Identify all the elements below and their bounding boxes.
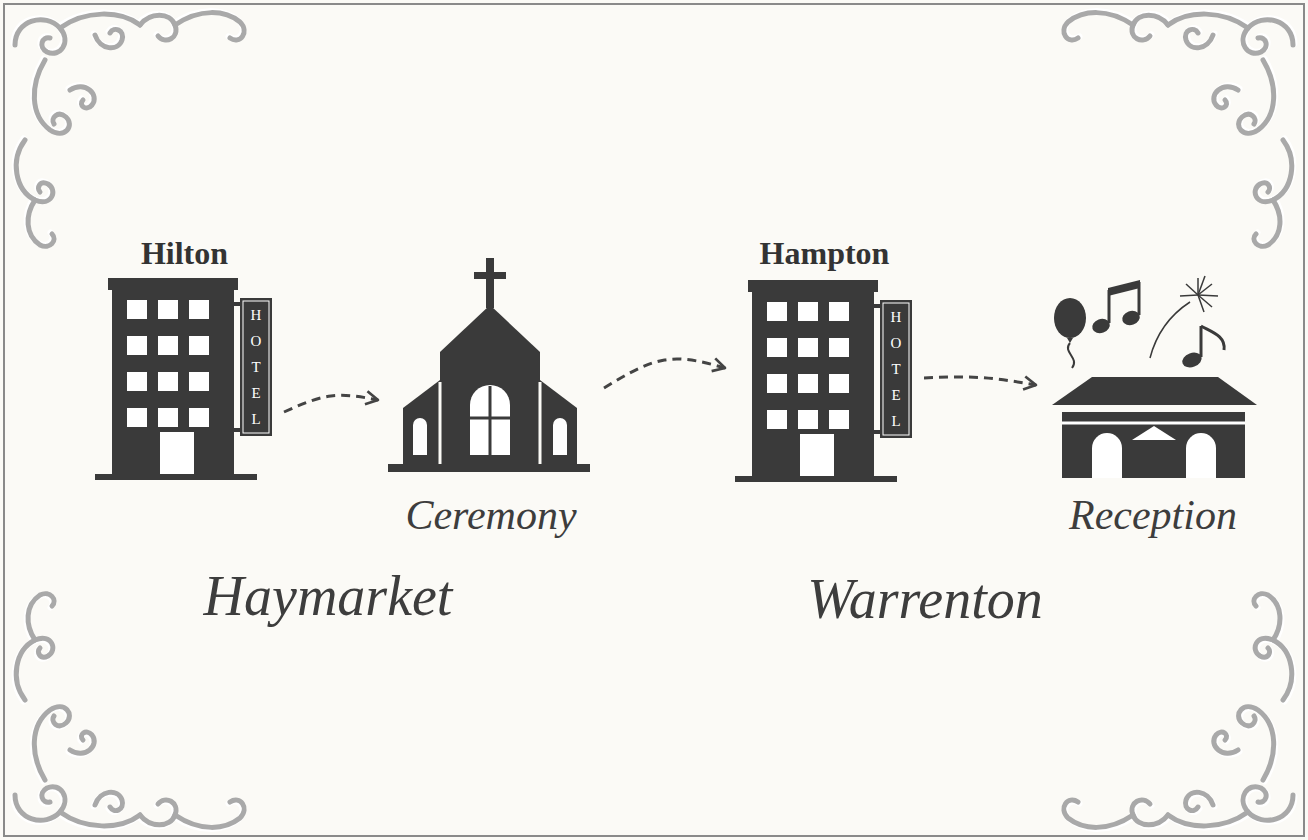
label-anchor: Haymarket	[78, 563, 578, 630]
sign-text: HOTEL	[249, 302, 264, 432]
reception-icon	[1052, 276, 1257, 478]
corner-ornament	[14, 11, 245, 246]
dashed-arrow	[284, 395, 378, 412]
church-icon	[388, 258, 590, 472]
hotel-icon	[95, 278, 272, 480]
venue-node: Hilton	[88, 228, 281, 484]
hotel-name: Hampton	[728, 234, 921, 272]
label-anchor: Warrenton	[675, 566, 1175, 633]
venue-node: Reception	[1039, 268, 1267, 550]
hotel-name: Hilton	[88, 234, 281, 272]
venue-node: Ceremony	[381, 250, 601, 555]
corner-ornament	[1064, 11, 1295, 246]
town-name: Haymarket	[78, 563, 578, 630]
corner-ornament	[14, 594, 245, 829]
dashed-arrow	[604, 359, 725, 388]
venue-node: Hampton	[728, 230, 921, 486]
event-name: Reception	[1039, 490, 1267, 540]
corner-ornament	[1064, 594, 1295, 829]
event-name: Ceremony	[381, 490, 601, 540]
hotel-icon	[735, 280, 912, 482]
dashed-arrow	[924, 377, 1036, 385]
sign-text: HOTEL	[889, 304, 904, 434]
label-anchor: HOTEL	[884, 304, 908, 434]
label-anchor: HOTEL	[244, 302, 268, 432]
town-name: Warrenton	[675, 566, 1175, 633]
